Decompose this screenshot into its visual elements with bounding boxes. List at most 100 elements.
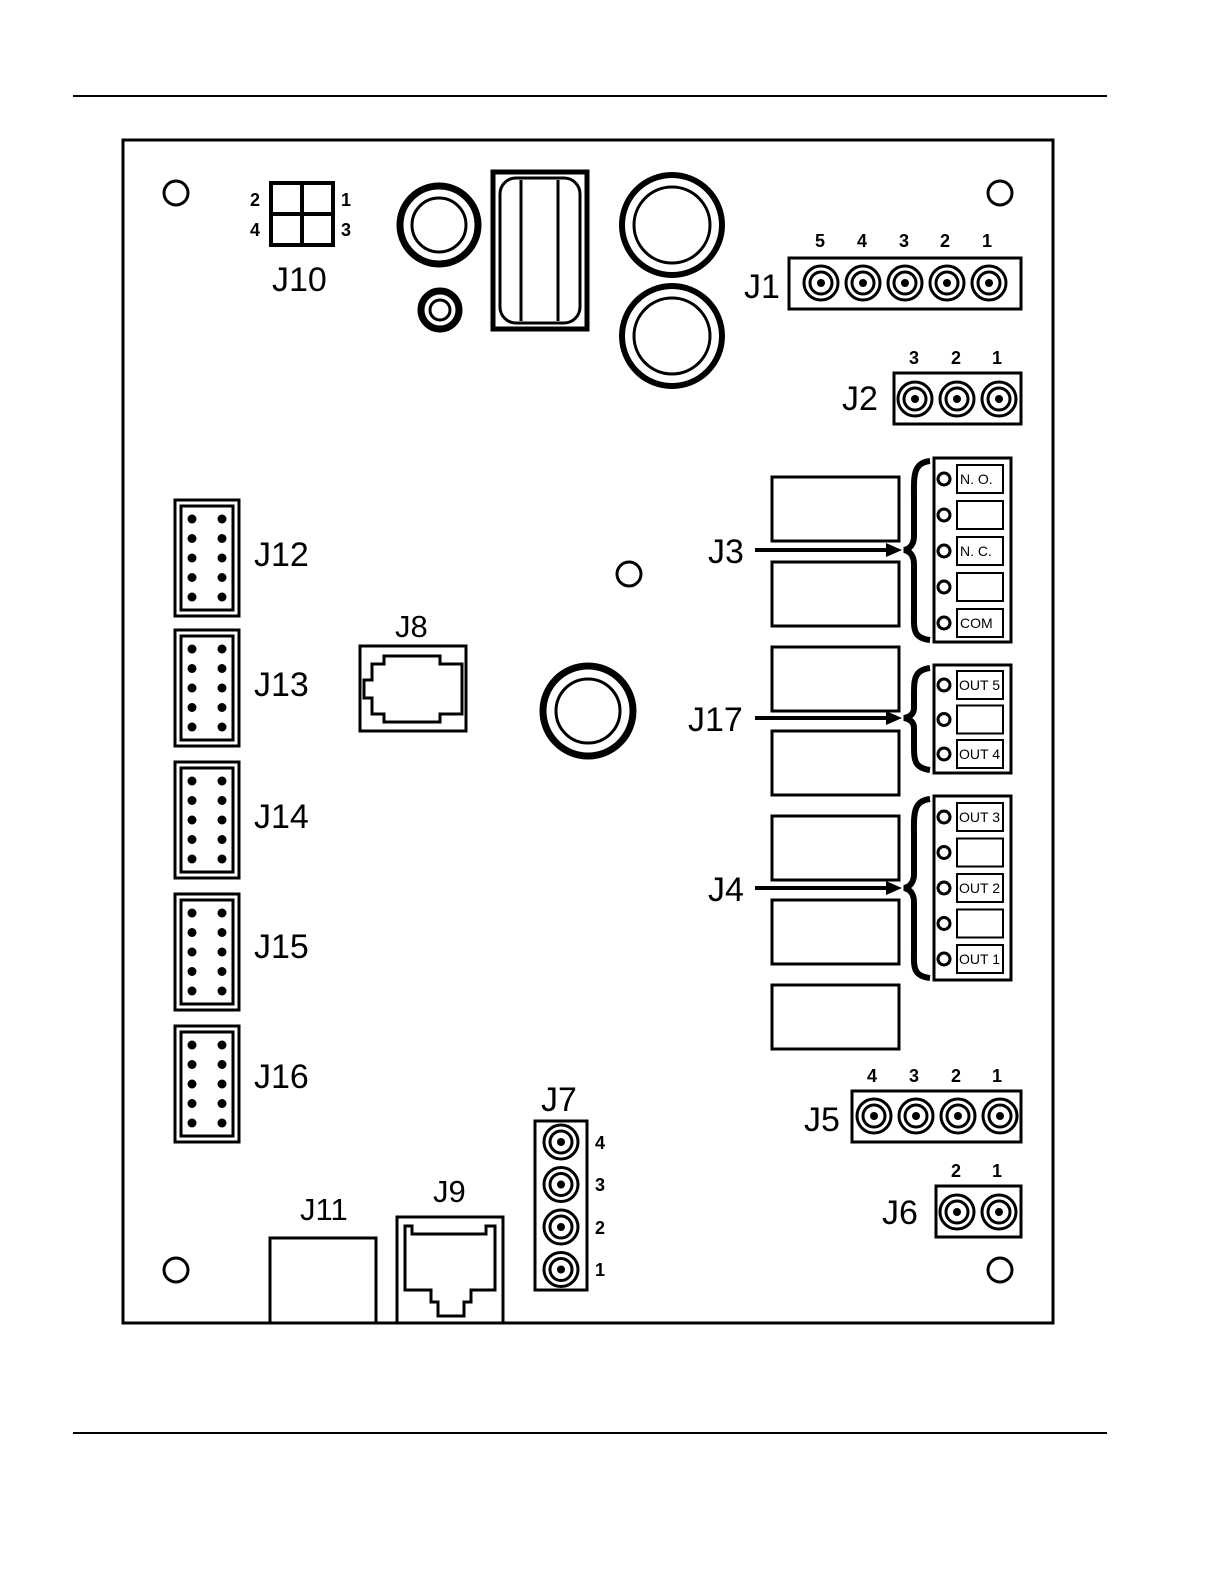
j14-pin — [188, 777, 197, 786]
relay-5 — [772, 816, 899, 880]
j14-label: J14 — [254, 798, 309, 836]
j13-pin — [218, 684, 227, 693]
j13-pin — [218, 723, 227, 732]
j5-label: J5 — [804, 1101, 840, 1139]
j4-terms-slot-4 — [957, 910, 1003, 938]
relay-1 — [772, 477, 899, 541]
j15-pin — [188, 948, 197, 957]
j16-pin — [188, 1099, 197, 1108]
j12-pin — [218, 593, 227, 602]
j1-pin-pad-4-center — [943, 279, 951, 287]
j2-pin-pad-1-center — [911, 395, 919, 403]
j4-terms-screw-2 — [938, 847, 950, 859]
j1-pin-pad-1-center — [817, 279, 825, 287]
j5-pin-2: 2 — [951, 1066, 961, 1086]
relay-4 — [772, 731, 899, 795]
j17-terms-screw-1 — [938, 679, 950, 691]
j10-label: J10 — [272, 261, 327, 299]
j3-terminal-nc: N. C. — [960, 543, 992, 559]
j7-pin-pad-2-center — [557, 1181, 565, 1189]
j2-pin-pad-2-center — [953, 395, 961, 403]
j10-pin-1: 1 — [341, 190, 351, 210]
j7-pin-pad-3-center — [557, 1223, 565, 1231]
j15-pin — [218, 928, 227, 937]
j3-terminal-com: COM — [960, 615, 993, 631]
j6-pin-1: 1 — [992, 1161, 1002, 1181]
j14-pin — [188, 796, 197, 805]
j15-label: J15 — [254, 928, 309, 966]
j14-pin — [218, 796, 227, 805]
j7-pin-2: 2 — [595, 1218, 605, 1238]
j14-pin — [218, 816, 227, 825]
j3-terms-screw-1 — [938, 473, 950, 485]
mounting-hole-top-left — [164, 181, 188, 205]
j17-label: J17 — [688, 701, 743, 739]
j10-pin-2: 2 — [250, 190, 260, 210]
j13-pin — [188, 723, 197, 732]
j1-pin-pad-3-center — [901, 279, 909, 287]
j13-label: J13 — [254, 666, 309, 704]
j2-pin-3: 3 — [909, 348, 919, 368]
j2-label: J2 — [842, 380, 878, 418]
j12-pin — [188, 573, 197, 582]
j10-pin-3: 3 — [341, 220, 351, 240]
j13-pin — [218, 703, 227, 712]
j13-pin — [188, 664, 197, 673]
j10-pin-4: 4 — [250, 220, 260, 240]
j7-pin-3: 3 — [595, 1175, 605, 1195]
j1-pin-2: 2 — [940, 231, 950, 251]
relays — [772, 477, 899, 1049]
j9-label: J9 — [433, 1174, 466, 1209]
j3-label: J3 — [708, 533, 744, 571]
j13-pin — [218, 664, 227, 673]
j13-pin — [188, 703, 197, 712]
j16-pin — [188, 1119, 197, 1128]
j14-pin — [188, 816, 197, 825]
j3-terms-screw-4 — [938, 581, 950, 593]
relay-3 — [772, 647, 899, 711]
j12-pin — [188, 534, 197, 543]
j12-pin — [218, 573, 227, 582]
j3-terms-slot-4 — [957, 573, 1003, 601]
j1-pin-5: 5 — [815, 231, 825, 251]
mounting-hole-bottom-left — [164, 1258, 188, 1282]
j13-pin — [188, 645, 197, 654]
j13-pin — [188, 684, 197, 693]
j4-terminal-out2: OUT 2 — [959, 880, 1000, 896]
j16-pin — [218, 1060, 227, 1069]
mounting-hole-center — [617, 562, 641, 586]
j6-label: J6 — [882, 1194, 918, 1232]
j3-terms-slot-2 — [957, 501, 1003, 529]
j15-pin — [218, 987, 227, 996]
j5-pin-pad-3-center — [954, 1112, 962, 1120]
j4-terms-screw-4 — [938, 918, 950, 930]
j6-pin-pad-1-center — [953, 1208, 961, 1216]
j4-terms-slot-2 — [957, 839, 1003, 867]
j2-pin-2: 2 — [951, 348, 961, 368]
j15-pin — [218, 909, 227, 918]
j17-terms-slot-2 — [957, 706, 1003, 734]
j5-pin-pad-2-center — [912, 1112, 920, 1120]
mounting-hole-top-right — [988, 181, 1012, 205]
j5-pin-1: 1 — [992, 1066, 1002, 1086]
j2-pin-pad-3-center — [995, 395, 1003, 403]
j12-pin — [218, 515, 227, 524]
j16-pin — [188, 1041, 197, 1050]
j3-terms-screw-5 — [938, 617, 950, 629]
j4-terms-screw-1 — [938, 811, 950, 823]
j16-pin — [188, 1080, 197, 1089]
j17-terms-screw-2 — [938, 714, 950, 726]
j4-label: J4 — [708, 871, 744, 909]
j17-terms-screw-3 — [938, 748, 950, 760]
j3-terminal-no: N. O. — [960, 471, 993, 487]
j16-pin — [218, 1080, 227, 1089]
j5-pin-4: 4 — [867, 1066, 877, 1086]
j12-pin — [218, 534, 227, 543]
j1-pin-pad-5-center — [985, 279, 993, 287]
j16-pin — [218, 1099, 227, 1108]
j7-pin-pad-1-center — [557, 1138, 565, 1146]
j5-pin-3: 3 — [909, 1066, 919, 1086]
j4-terminal-out3: OUT 3 — [959, 809, 1000, 825]
j12-label: J12 — [254, 536, 309, 574]
